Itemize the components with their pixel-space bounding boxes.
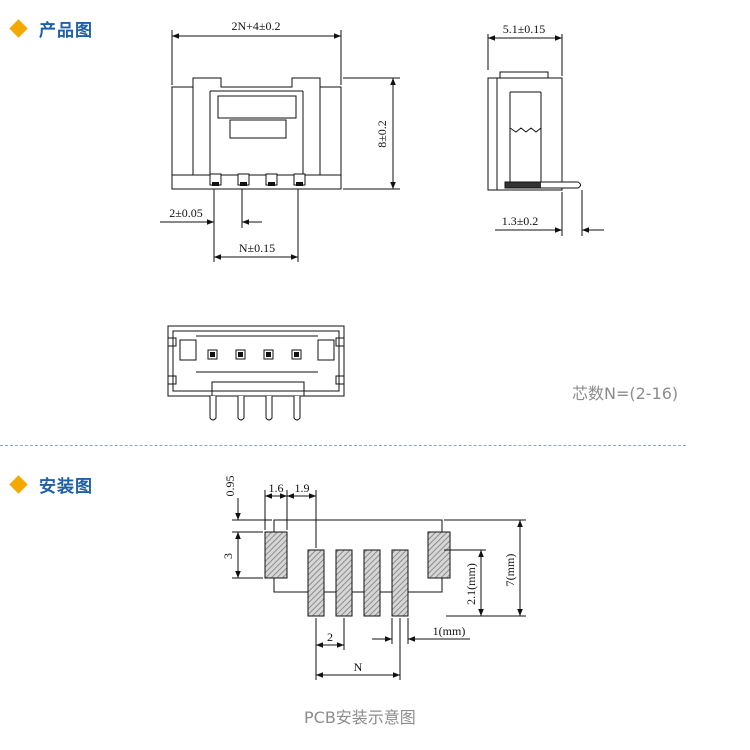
pin-length-dimension-label: 1.3±0.2 (502, 214, 539, 228)
pcb-layout (232, 490, 526, 680)
dim-16-label: 1.6 (269, 481, 284, 495)
install-section-header: 安装图 (8, 472, 93, 497)
dim-21-label: 2.1(mm) (464, 563, 478, 605)
dim-3-label: 3 (221, 553, 235, 559)
pcb-caption: PCB安装示意图 (304, 708, 416, 727)
product-section-header: 产品图 (8, 16, 93, 41)
dim-7-label: 7(mm) (503, 554, 517, 587)
front-view (160, 30, 400, 262)
span-dimension-label: N±0.15 (239, 241, 275, 255)
side-view (487, 34, 604, 236)
dim-2-label: 2 (327, 630, 333, 644)
depth-dimension-label: 5.1±0.15 (503, 22, 546, 36)
width-dimension-label: 2N+4±0.2 (231, 19, 280, 33)
install-section-title: 安装图 (39, 477, 93, 497)
dim-1-label: 1(mm) (433, 624, 466, 638)
pin-count-note: 芯数N=(2-16) (572, 384, 679, 403)
height-dimension-label: 8±0.2 (375, 120, 389, 148)
product-section-title: 产品图 (39, 21, 93, 41)
pitch-dimension-label: 2±0.05 (169, 206, 203, 220)
dim-N-label: N (354, 660, 363, 674)
section-divider (0, 445, 686, 446)
dim-19-label: 1.9 (295, 481, 310, 495)
dim-095-label: 0.95 (223, 476, 237, 497)
top-view (167, 325, 345, 421)
